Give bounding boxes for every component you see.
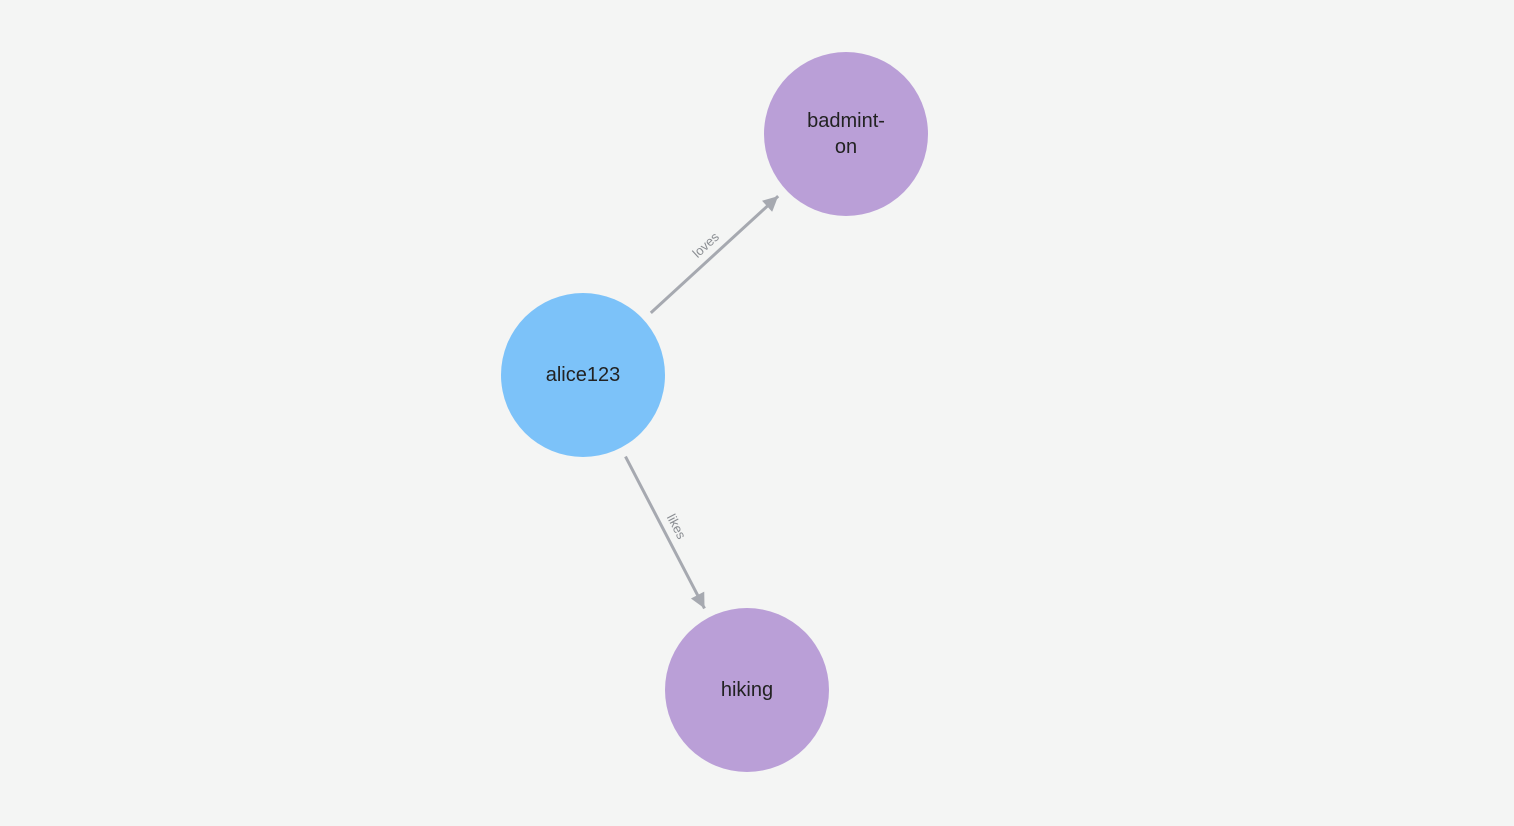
- node-circle-alice123[interactable]: [501, 293, 665, 457]
- edge-line-likes[interactable]: [624, 455, 706, 610]
- graph-node-alice123[interactable]: alice123: [501, 293, 665, 457]
- graph-node-hiking[interactable]: hiking: [665, 608, 829, 772]
- node-circle-hiking[interactable]: [665, 608, 829, 772]
- graph-node-badminton[interactable]: badmint-on: [764, 52, 928, 216]
- edge-line-loves[interactable]: [649, 195, 780, 314]
- node-circle-badminton[interactable]: [764, 52, 928, 216]
